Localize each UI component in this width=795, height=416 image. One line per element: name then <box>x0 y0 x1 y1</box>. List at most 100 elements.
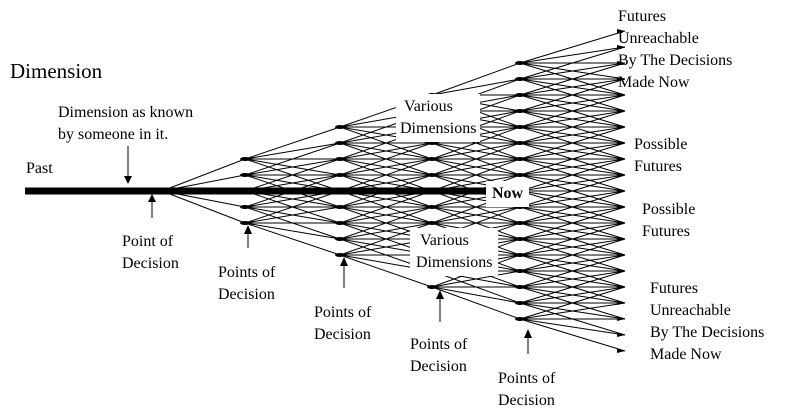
branch-line <box>519 46 626 64</box>
branch-line <box>431 270 521 288</box>
label-line: Various <box>404 98 453 115</box>
branch-line <box>431 142 521 176</box>
label-line: by someone in it. <box>58 126 169 143</box>
branch-line <box>519 190 626 224</box>
arrowhead <box>617 221 625 225</box>
label-line: Dimension as known <box>58 104 194 121</box>
arrowhead <box>617 93 625 97</box>
arrowhead <box>617 125 625 129</box>
decision-node <box>240 157 250 161</box>
branch-line <box>244 158 341 176</box>
label-now: Now <box>486 181 530 207</box>
branch-line <box>519 318 626 352</box>
label-past: Past <box>26 160 53 177</box>
arrowhead <box>617 141 625 145</box>
branch-line <box>519 206 626 240</box>
arrow-points-of-decision-2 <box>340 257 348 288</box>
decision-node <box>427 173 437 177</box>
decision-node <box>515 253 525 257</box>
branch-line <box>431 206 521 224</box>
label-line: Made Now <box>618 74 690 91</box>
label-line: Points of <box>218 264 276 281</box>
branch-line <box>244 158 341 192</box>
label-line: Decision <box>314 326 371 343</box>
arrowhead <box>617 77 625 81</box>
decision-node <box>335 205 345 209</box>
arrowhead <box>617 269 625 273</box>
label-line: Unreachable <box>618 30 699 47</box>
arrowhead <box>617 109 625 113</box>
arrowhead <box>617 253 625 257</box>
branch-line <box>431 142 521 160</box>
branch-line <box>519 222 626 256</box>
label-line: Points of <box>498 370 556 387</box>
branch-line <box>519 62 626 96</box>
branch-line <box>519 94 626 128</box>
branch-line <box>519 110 626 144</box>
branch-line <box>519 78 626 112</box>
arrowhead <box>617 349 625 353</box>
label-line: Dimensions <box>400 120 477 137</box>
branch-line <box>431 158 521 192</box>
decision-node <box>515 269 525 273</box>
branch-line <box>431 126 521 160</box>
branch-line <box>519 302 626 320</box>
branch-line <box>244 142 341 176</box>
decision-node <box>240 221 250 225</box>
branch-line <box>519 158 626 176</box>
branch-line <box>519 270 626 288</box>
decision-node <box>427 205 437 209</box>
arrowhead <box>617 61 625 65</box>
branch-line <box>161 190 246 224</box>
branch-line <box>519 254 626 272</box>
branch-line <box>519 158 626 192</box>
label-line: Point of <box>122 233 174 250</box>
branch-line <box>519 254 626 288</box>
decision-node <box>515 317 525 321</box>
branch-line <box>339 142 433 176</box>
arrowhead <box>617 317 625 321</box>
decision-node <box>427 285 437 289</box>
decision-node <box>515 141 525 145</box>
arrow-point-of-decision <box>148 194 156 218</box>
label-line: By The Decisions <box>650 324 765 341</box>
branch-line <box>244 206 341 224</box>
decision-node <box>335 157 345 161</box>
label-line: Futures <box>650 280 698 297</box>
branch-line <box>161 158 246 192</box>
decision-node <box>335 221 345 225</box>
label-futures-unreachable-top: Futures Unreachable By The Decisions Mad… <box>618 6 732 94</box>
branch-line <box>339 190 433 224</box>
branch-line <box>519 222 626 240</box>
decision-node <box>515 301 525 305</box>
branch-line <box>339 142 433 160</box>
branch-line <box>244 222 341 256</box>
diagram-title: Dimension <box>10 59 103 83</box>
arrowhead <box>617 301 625 305</box>
decision-node <box>515 77 525 81</box>
branch-line <box>519 174 626 208</box>
branch-line <box>519 46 626 80</box>
label-various-dimensions-bottom: Various Dimensions <box>410 228 499 276</box>
arrowhead <box>617 173 625 177</box>
branch-line <box>431 286 521 320</box>
decision-node <box>515 237 525 241</box>
branch-line <box>431 62 521 96</box>
branch-line <box>519 78 626 96</box>
branch-line <box>339 158 433 192</box>
label-possible-futures-2: Possible Futures <box>642 199 695 243</box>
label-line: By The Decisions <box>618 52 733 69</box>
decision-node <box>240 205 250 209</box>
arrowhead <box>617 157 625 161</box>
label-line: Futures <box>642 223 690 240</box>
branch-line <box>519 286 626 304</box>
branch-line <box>339 222 433 240</box>
decision-node <box>515 173 525 177</box>
decision-node <box>335 125 345 129</box>
label-line: Dimensions <box>416 254 493 271</box>
label-line: Various <box>420 232 469 249</box>
label-line: Decision <box>498 392 555 409</box>
decision-node <box>515 61 525 65</box>
label-line: Unreachable <box>650 302 731 319</box>
label-possible-futures-1: Possible Futures <box>634 134 687 178</box>
